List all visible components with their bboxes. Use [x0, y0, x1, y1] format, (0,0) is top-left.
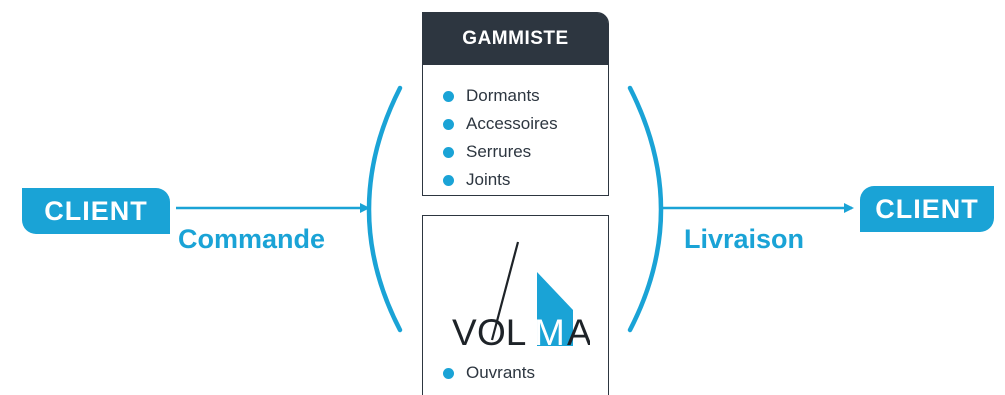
list-item: Joints — [443, 166, 608, 194]
commande-label: Commande — [178, 224, 326, 254]
bullet-icon — [443, 118, 454, 130]
gammiste-list: Dormants Accessoires Serrures Joints — [423, 65, 608, 194]
volma-logo-icon: V OL M A — [452, 241, 590, 348]
gammiste-title: GAMMISTE — [423, 13, 608, 65]
bullet-icon — [443, 367, 454, 379]
list-item: Serrures — [443, 138, 608, 166]
livraison-label: Livraison — [684, 224, 805, 254]
item-label: Joints — [466, 170, 511, 189]
left-bracket — [366, 85, 403, 333]
svg-text:A: A — [567, 312, 590, 348]
client-left-tag: CLIENT — [22, 188, 170, 234]
volma-box: V OL M A Ouvrants — [422, 215, 609, 395]
list-item: Dormants — [443, 82, 608, 110]
bullet-icon — [443, 146, 454, 158]
svg-text:M: M — [534, 312, 565, 348]
gammiste-box: GAMMISTE Dormants Accessoires Serrures J… — [422, 12, 609, 196]
item-label: Accessoires — [466, 114, 558, 133]
item-label: Ouvrants — [466, 363, 535, 382]
volma-list: Ouvrants — [423, 359, 535, 387]
item-label: Dormants — [466, 86, 540, 105]
list-item: Accessoires — [443, 110, 608, 138]
item-label: Serrures — [466, 142, 532, 161]
svg-text:V: V — [452, 312, 477, 348]
bullet-icon — [443, 90, 454, 102]
right-bracket — [627, 85, 664, 333]
bullet-icon — [443, 174, 454, 186]
client-right-tag: CLIENT — [860, 186, 994, 232]
svg-text:OL: OL — [477, 312, 526, 348]
list-item: Ouvrants — [443, 359, 535, 387]
